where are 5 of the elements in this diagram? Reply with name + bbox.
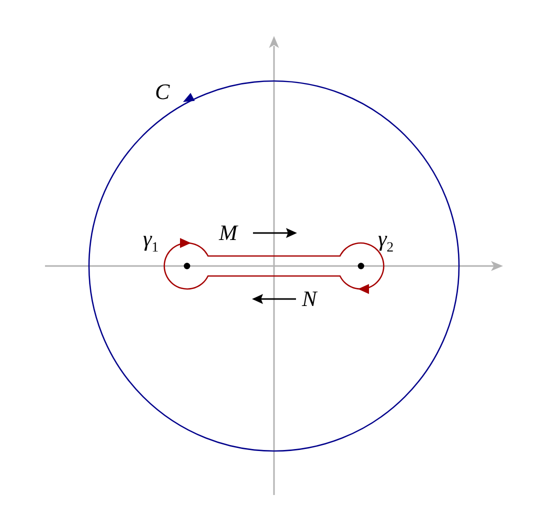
region-label: N — [302, 288, 317, 310]
curve-label: γ$_{1}$ — [143, 228, 159, 258]
curve-label: C — [155, 81, 170, 103]
curve-label: γ$_{2}$ — [378, 228, 394, 258]
region-label: M — [219, 222, 238, 244]
